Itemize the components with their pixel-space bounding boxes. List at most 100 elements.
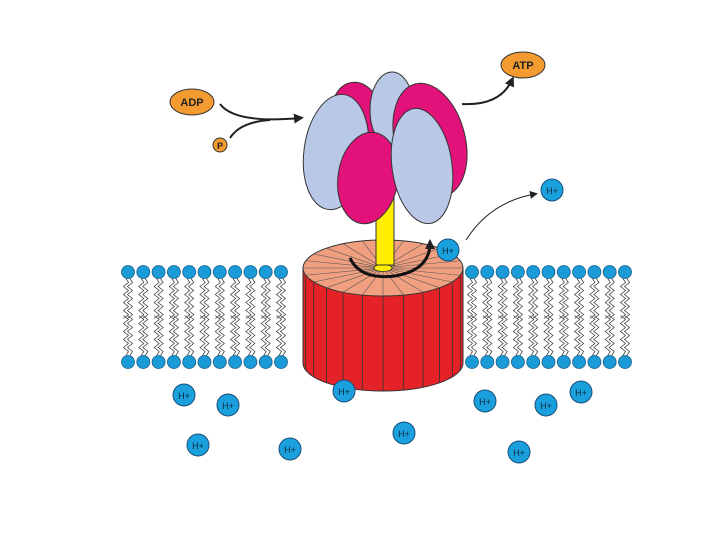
proton-circle — [278, 437, 302, 461]
lipid-head — [243, 265, 258, 279]
lipid-tail — [260, 278, 267, 319]
proton: H+ — [534, 393, 558, 417]
lipid-tail — [604, 315, 611, 356]
lipid-tail — [470, 315, 478, 356]
lipid-tail — [203, 278, 210, 319]
lipid-tail — [249, 315, 256, 356]
proton: H+ — [278, 437, 302, 461]
lipid-tail — [260, 315, 267, 356]
lipid-tail — [516, 278, 524, 319]
lipid-head — [166, 265, 181, 279]
lipid-tail — [562, 315, 569, 356]
synthase-to-atp-arrow — [461, 76, 515, 106]
lipid-tail — [188, 278, 195, 319]
lipid-tail — [528, 278, 535, 319]
lipid-head — [526, 355, 541, 369]
proton-circle — [534, 393, 558, 417]
lipid-tail — [608, 278, 615, 319]
lipid-tail — [168, 315, 176, 356]
adp-to-synthase-arrow — [219, 103, 304, 124]
lipid-tail — [157, 278, 164, 319]
lipid-tail — [558, 315, 565, 356]
proton-circle — [332, 379, 356, 403]
lipid-tail — [168, 278, 176, 319]
proton-circle — [216, 393, 240, 417]
lipid-tail — [214, 278, 221, 319]
lipid-head — [258, 265, 273, 279]
lipid-tail — [153, 315, 160, 356]
lipid-tail — [516, 315, 524, 356]
lipid-head — [541, 355, 556, 369]
lipid-tail — [619, 278, 627, 319]
lipid-tail — [501, 278, 508, 319]
rotor-top-segment-line — [382, 267, 424, 293]
lipid-tail — [623, 315, 631, 356]
lipid-tail — [512, 278, 520, 319]
lipid-head — [121, 265, 135, 279]
lipid-head — [480, 355, 495, 369]
f1-head — [302, 71, 468, 225]
lipid-tail — [126, 315, 134, 356]
proton-circle — [540, 178, 564, 202]
lipid-tail — [142, 278, 149, 319]
lipid-tail — [279, 278, 287, 319]
adp-molecule: ADP — [169, 88, 215, 116]
lipid-tail — [589, 278, 596, 319]
proton-label: H+ — [575, 388, 587, 398]
lipid-tail — [589, 315, 596, 356]
rotor-c-ring — [302, 239, 464, 392]
lipid-tail — [184, 278, 191, 319]
lipid-tail — [275, 315, 283, 356]
lipid-tail — [573, 315, 581, 356]
lipid-head — [465, 355, 479, 369]
lipid-tail — [501, 315, 508, 356]
atp-label: ATP — [512, 60, 533, 72]
lipid-head — [618, 265, 632, 279]
lipid-tail — [543, 278, 550, 319]
lipid-head — [197, 265, 212, 279]
proton-circle — [473, 389, 497, 413]
lipid-tail — [532, 278, 539, 319]
lipid-tail — [593, 278, 600, 319]
lipid-head — [495, 265, 510, 279]
lipid-head — [480, 265, 495, 279]
lipid-head — [274, 355, 288, 369]
lipid-head — [243, 355, 258, 369]
proton-circle — [436, 238, 460, 262]
lipid-heads-lower-leaflet — [121, 355, 632, 369]
proton-label: H+ — [513, 448, 525, 458]
lipid-tail — [214, 315, 221, 356]
lipid-head — [136, 265, 151, 279]
lipid-head — [495, 355, 510, 369]
rotor-top-segment-line — [305, 260, 384, 269]
rotor-top-segment-line — [382, 267, 461, 276]
lipid-tail — [126, 278, 134, 319]
alpha-subunit-right — [390, 107, 454, 225]
lipid-head — [212, 265, 227, 279]
proton-label: H+ — [338, 387, 350, 397]
lipid-tail — [497, 278, 504, 319]
lipid-head — [618, 355, 632, 369]
lipid-tail — [229, 278, 237, 319]
lipid-tail — [188, 315, 195, 356]
lipid-tail — [279, 315, 287, 356]
proton-label: H+ — [546, 186, 558, 196]
lipid-tail — [218, 278, 225, 319]
lipid-tail — [482, 315, 489, 356]
lipid-head — [556, 355, 571, 369]
rotor-top-segment-line — [362, 267, 384, 296]
lipid-head — [182, 265, 197, 279]
lipid-head — [274, 265, 288, 279]
lipid-tail — [528, 315, 535, 356]
proton-circle — [186, 433, 210, 457]
lipid-tail — [604, 278, 611, 319]
lipid-head — [602, 355, 617, 369]
rotor-top-segment-line — [382, 267, 440, 289]
rotor-segment-lines — [305, 275, 461, 391]
proton: H+ — [172, 383, 196, 407]
proton-label: H+ — [398, 429, 410, 439]
lipid-tail — [233, 278, 241, 319]
lipid-head — [526, 265, 541, 279]
lipid-head — [166, 355, 181, 369]
lipid-head — [121, 355, 135, 369]
